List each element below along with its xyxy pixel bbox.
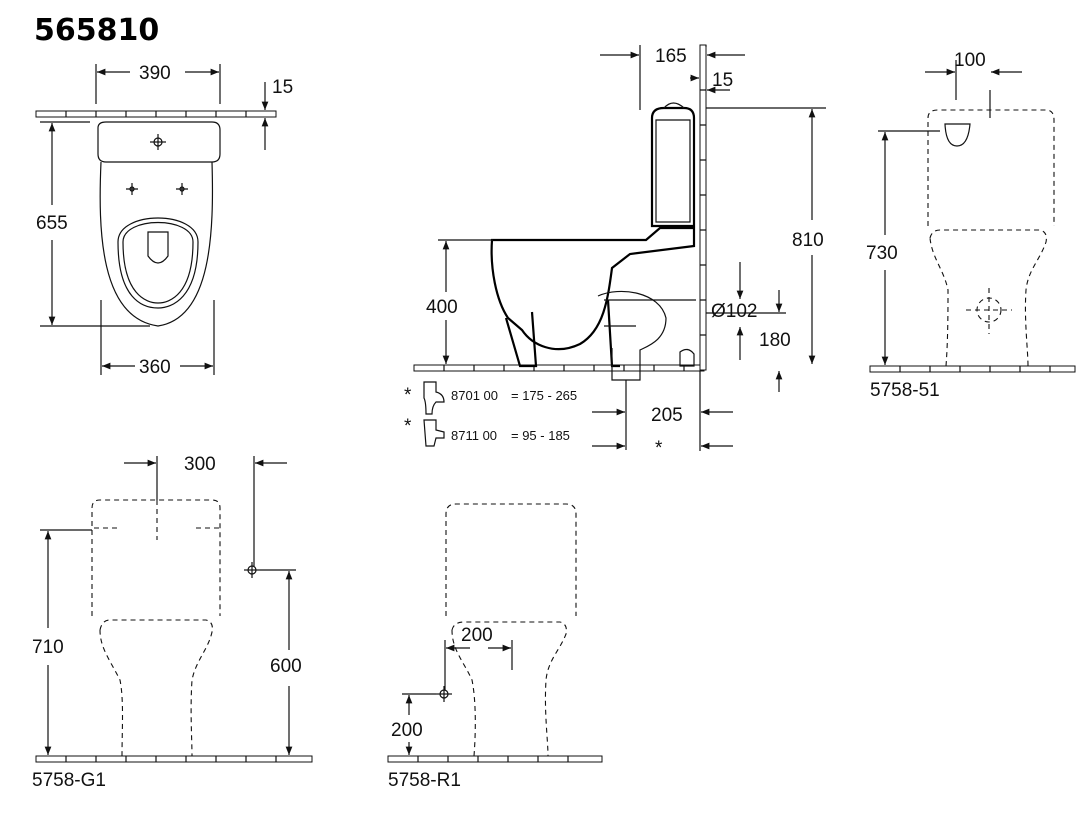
dim-wall-gap-top: 15: [272, 77, 293, 98]
floor-side: [413, 364, 705, 372]
bend-1-mark: *: [404, 385, 412, 406]
dim-height-51: 730: [866, 243, 898, 264]
variant-G1-view: 300 710 600 5758-G1: [32, 454, 313, 791]
bend-1-range: = 175 - 265: [511, 388, 577, 403]
bowl-51: [929, 229, 1047, 367]
wall-anchor: [679, 348, 695, 367]
inlet-cross-51: [966, 288, 1012, 334]
fixing-crosses: [126, 183, 188, 195]
flush-plate-51: [944, 123, 971, 147]
outlet-bend: [597, 290, 667, 381]
dim-connection-G1: 600: [270, 656, 302, 677]
outlet-pipe: [604, 299, 696, 327]
pedestal-back: [606, 299, 620, 368]
cistern-side: [650, 106, 696, 228]
water-inlet-icon-G1: [243, 561, 261, 579]
cistern-marks-G1: [94, 500, 220, 540]
seat-inner: [122, 221, 194, 304]
floor-G1: [35, 755, 313, 763]
cistern-R1: [445, 503, 577, 616]
bend-2-mark: *: [404, 416, 412, 437]
dim-total-height: 810: [792, 230, 824, 251]
water-inlet-icon-R1: [435, 685, 453, 703]
product-number: 565810: [34, 13, 159, 48]
wall-side: [699, 44, 707, 371]
floor-51: [869, 365, 1076, 373]
top-view: 390 15 655 360: [35, 63, 293, 378]
dim-asterisk: *: [655, 438, 663, 459]
dim-offset-51: 100: [954, 50, 986, 71]
seat-outer: [117, 217, 199, 309]
wall-strip-top: [35, 110, 277, 118]
cistern-inner: [655, 119, 691, 223]
dim-wall-gap-side: 15: [712, 70, 733, 91]
dim-outlet-distance: 205: [651, 405, 683, 426]
bend-list: * *: [404, 381, 445, 447]
dim-offset-G1: 300: [184, 454, 216, 475]
bend-1-code: 8701 00: [451, 388, 498, 403]
dim-depth: 655: [36, 213, 68, 234]
cistern-G1: [91, 499, 221, 616]
dim-height-G1: 710: [32, 637, 64, 658]
flush-button-icon: [149, 133, 167, 151]
label-G1: 5758-G1: [32, 770, 106, 791]
dim-connection-R1: 200: [391, 720, 423, 741]
bowl-side: [490, 226, 696, 351]
flush-button-side: [663, 102, 685, 109]
dim-offset-R1: 200: [461, 625, 493, 646]
bowl-opening: [147, 231, 169, 264]
bowl-R1: [451, 621, 567, 757]
bowl-G1: [99, 619, 213, 757]
bend-2-code: 8711 00: [451, 428, 497, 443]
floor-R1: [387, 755, 603, 763]
dim-outlet-height: 180: [759, 330, 791, 351]
dim-width-top: 390: [139, 63, 171, 84]
label-51: 5758-51: [870, 380, 940, 401]
label-R1: 5758-R1: [388, 770, 461, 791]
variant-R1-view: 200 200 5758-R1: [387, 503, 603, 791]
dim-cistern-depth: 165: [655, 46, 687, 67]
dim-seat-height: 400: [426, 297, 458, 318]
dim-outlet-diameter: Ø102: [711, 301, 757, 322]
bowl-outline: [99, 161, 214, 327]
bend-1-icon: [423, 381, 445, 415]
dim-width-bottom: 360: [139, 357, 171, 378]
bend-2-range: = 95 - 185: [511, 428, 570, 443]
bend-2-icon: [423, 419, 445, 447]
cistern-51: [927, 109, 1055, 226]
cistern-outline: [97, 121, 221, 163]
pedestal-front: [504, 311, 538, 368]
side-view: 165 15 810 400 Ø102 180 205 *: [404, 44, 826, 459]
variant-51-view: 100 730 5758-51: [866, 50, 1076, 401]
